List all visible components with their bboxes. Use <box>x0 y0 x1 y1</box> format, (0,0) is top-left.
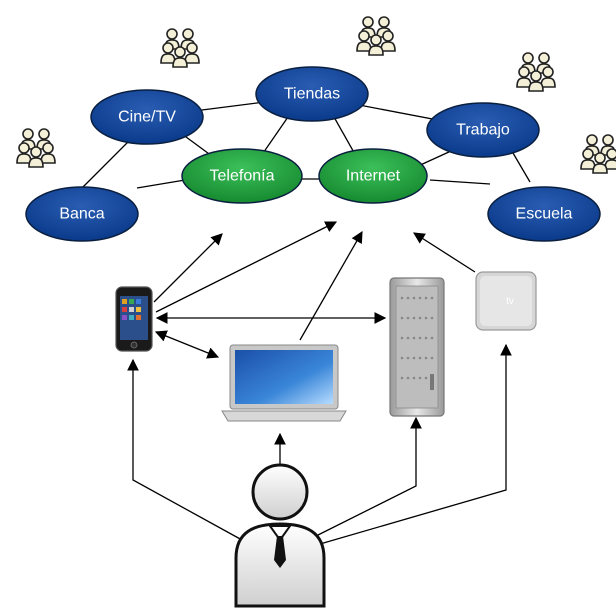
people-group-icon <box>517 53 555 91</box>
node-tiendas: Tiendas <box>255 66 369 122</box>
node-telefonia: Telefonía <box>181 148 303 204</box>
apple-tv-label: tv <box>506 296 514 307</box>
node-banca-label: Banca <box>59 206 104 223</box>
apple-tv-icon: tv <box>475 271 537 331</box>
user-icon <box>234 463 326 608</box>
node-banca: Banca <box>25 186 139 242</box>
node-trabajo-label: Trabajo <box>456 122 510 139</box>
node-cine-tv: Cine/TV <box>90 89 204 145</box>
node-escuela: Escuela <box>487 186 601 242</box>
people-group-icon <box>161 29 199 67</box>
node-cine-tv-label: Cine/TV <box>118 109 176 126</box>
node-trabajo: Trabajo <box>426 102 540 158</box>
node-tiendas-label: Tiendas <box>284 86 340 103</box>
device-arrows <box>127 221 512 545</box>
node-internet-label: Internet <box>346 168 401 185</box>
node-escuela-label: Escuela <box>516 206 573 223</box>
node-telefonia-label: Telefonía <box>210 168 275 185</box>
laptop-icon <box>221 344 347 422</box>
smartphone-icon <box>115 286 153 352</box>
node-internet: Internet <box>318 148 428 204</box>
people-group-icon <box>581 135 616 173</box>
people-group-icon <box>17 129 55 167</box>
people-group-icon <box>357 17 395 55</box>
tower-computer-icon <box>389 277 445 417</box>
